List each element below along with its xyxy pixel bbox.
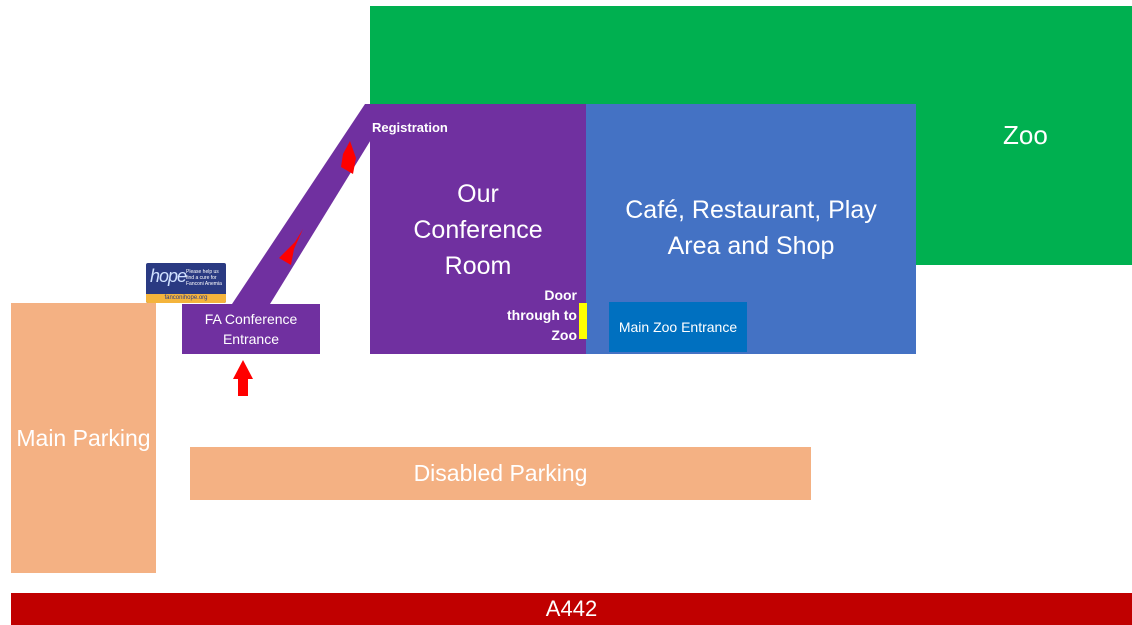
main-zoo-entrance: Main Zoo Entrance xyxy=(609,302,747,352)
arrow-diagonal-2 xyxy=(279,229,303,265)
registration-label: Registration xyxy=(372,120,448,135)
logo-word: hope xyxy=(150,266,187,286)
main-parking-label: Main Parking xyxy=(16,425,151,451)
disabled-parking: Disabled Parking xyxy=(190,447,811,500)
road-label: A442 xyxy=(545,596,598,621)
arrow-up-shaft xyxy=(238,378,248,396)
conference-room xyxy=(370,104,586,354)
main-zoo-entrance-label: Main Zoo Entrance xyxy=(618,319,738,335)
walkway-path xyxy=(232,104,372,304)
door-label: Door through to Zoo xyxy=(507,287,577,343)
zoo-label: Zoo xyxy=(1003,120,1048,150)
arrow-up-head xyxy=(233,360,253,379)
conference-room-label: Our Conference Room xyxy=(413,180,543,280)
road-a442: A442 xyxy=(11,593,1132,625)
logo-url: fanconihope.org xyxy=(146,294,226,303)
logo-tagline: Please help us find a cure for Fanconi A… xyxy=(186,269,222,287)
arrow-diagonal-1 xyxy=(341,141,356,174)
main-parking: Main Parking xyxy=(11,303,156,573)
arrow-diagonal-icon xyxy=(279,141,356,265)
fa-conference-entrance-label: FA Conference Entrance xyxy=(204,311,298,347)
fanconi-hope-logo: hope Please help us find a cure for Fanc… xyxy=(146,263,226,303)
disabled-parking-label: Disabled Parking xyxy=(413,460,588,486)
arrow-up-icon xyxy=(233,360,253,396)
fa-conference-entrance: FA Conference Entrance xyxy=(182,304,320,354)
door-marker xyxy=(579,303,587,339)
cafe-label: Café, Restaurant, Play Area and Shop xyxy=(625,196,877,260)
